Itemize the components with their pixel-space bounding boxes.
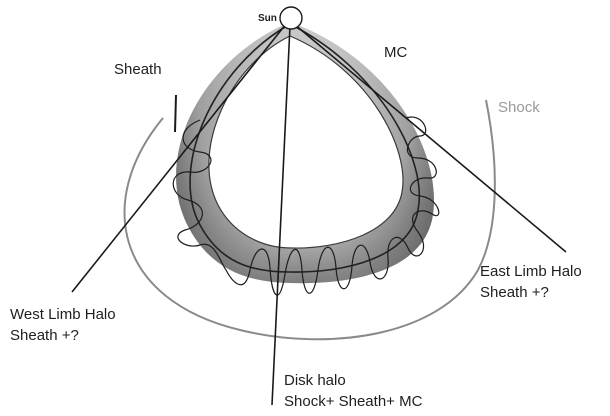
mc-label: MC: [384, 44, 407, 61]
sun-circle: [280, 7, 302, 29]
west-limb-halo-sublabel: Sheath +?: [10, 327, 79, 344]
sheath-label: Sheath: [114, 61, 162, 78]
disk-halo-sublabel: Shock+ Sheath+ MC: [284, 393, 423, 410]
west-limb-halo-label: West Limb Halo: [10, 306, 116, 323]
shock-label: Shock: [498, 99, 540, 116]
east-limb-halo-label: East Limb Halo: [480, 263, 582, 280]
disk-halo-label: Disk halo: [284, 372, 346, 389]
east-limb-halo-sublabel: Sheath +?: [480, 284, 549, 301]
sun-label: Sun: [258, 13, 277, 24]
sheath-marker-tick: [175, 95, 176, 132]
